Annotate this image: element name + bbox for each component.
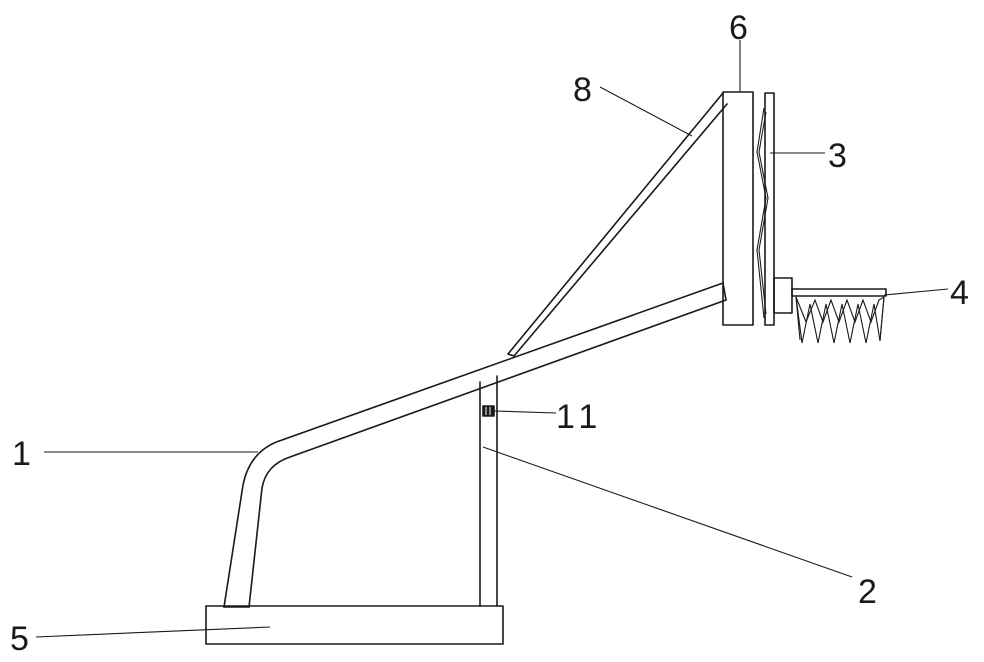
label-2: 2 xyxy=(858,573,877,611)
brace xyxy=(507,92,728,357)
leader-4 xyxy=(883,288,949,296)
sensor xyxy=(482,405,495,417)
leader-lines xyxy=(35,40,949,638)
leader-8 xyxy=(599,86,693,137)
label-11: 11 xyxy=(556,398,603,436)
leader-11 xyxy=(493,410,557,414)
label-3: 3 xyxy=(828,137,847,175)
base xyxy=(205,605,504,645)
label-6: 6 xyxy=(729,9,748,47)
hoop xyxy=(773,277,887,344)
leader-2 xyxy=(482,446,853,578)
support-post xyxy=(479,375,498,607)
label-8: 8 xyxy=(573,71,592,109)
label-5: 5 xyxy=(10,620,29,658)
backboard-mount xyxy=(722,91,754,326)
leader-5 xyxy=(35,626,271,638)
spring-connector xyxy=(756,107,769,319)
main-frame xyxy=(223,282,727,608)
label-1: 1 xyxy=(12,435,31,473)
backboard xyxy=(764,92,775,326)
label-4: 4 xyxy=(950,274,969,312)
